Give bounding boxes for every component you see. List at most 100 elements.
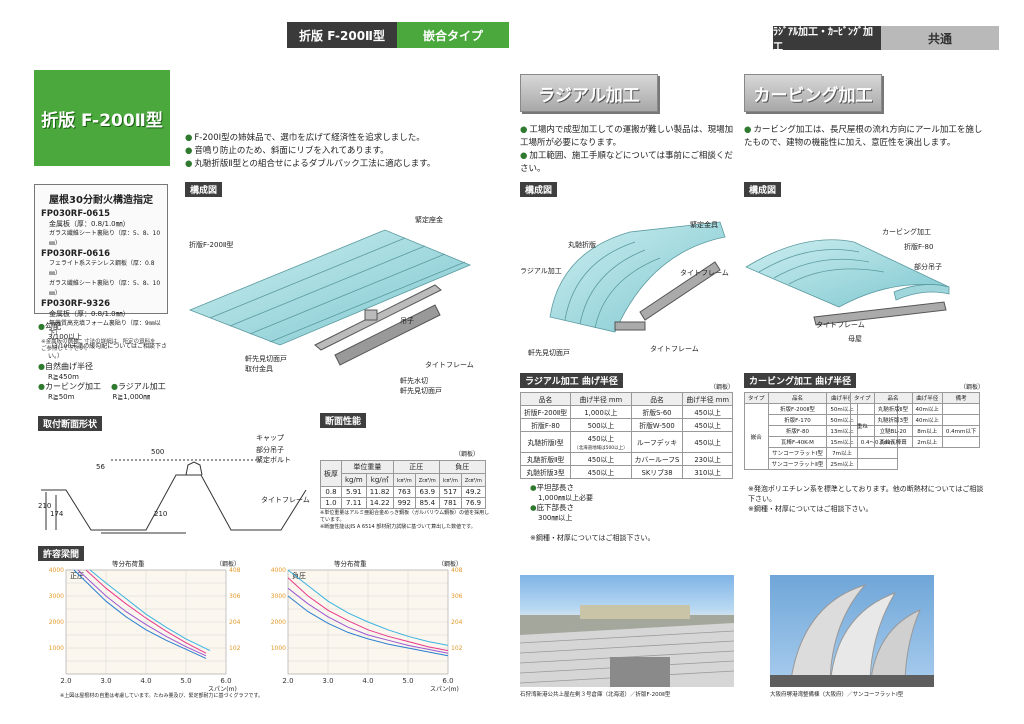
cell: 丸馳折版3型 [519, 465, 572, 479]
structure-diagram: 緊定座金 折版F-200Ⅱ型 吊子 軒先見切面戸 取付金具 タイトフレーム 軒先… [185, 190, 485, 400]
cell: 992 [392, 497, 416, 509]
series-line [77, 569, 207, 657]
y-tick-label: 1000 [271, 645, 286, 652]
structure-label: 緊定座金 [415, 216, 443, 224]
cell [941, 436, 981, 448]
props-notes: ※単位重量はアルミ亜鉛合金めっき鋼板（ガルバリウム鋼板）の値を採用しています。 … [320, 510, 490, 531]
fire-line: ガラス繊維シート裏貼り（厚：5、8、10㎜） [49, 280, 161, 297]
curving-head: 曲げ半径 [911, 392, 943, 404]
props-table: 板厚 単位重量 正圧 負圧 kg/m kg/㎡ I㎝⁴/m Z㎝³/m I㎝⁴/… [320, 460, 486, 509]
cell: 14.22 [365, 497, 394, 509]
y2-tick-label: 306 [229, 593, 241, 600]
cell: 丸馳折版Ⅱ型 [519, 452, 572, 466]
y2-tick-label: 102 [229, 645, 241, 652]
radial-note: ※鋼種・材厚についてはご相談下さい。 [530, 534, 655, 542]
cell: 0.4mm以下 [941, 425, 981, 437]
props-unit-cell: Z㎝³/m [460, 473, 486, 487]
cell: SKリブ38 [630, 465, 684, 479]
curving-note: ※鋼種・材厚についてはご相談下さい。 [748, 505, 873, 513]
cell: 450以上 [682, 418, 733, 432]
cell: 500以上 [570, 418, 632, 432]
flat-label: 平坦部長さ [536, 483, 575, 492]
series-line [287, 587, 449, 654]
y2-tick-label: 408 [451, 567, 463, 574]
radial-title: ラジアル加工 [520, 74, 658, 112]
warehouse-image [520, 605, 734, 687]
cell: 230以上 [682, 452, 733, 466]
type-header: 嵌合タイプ [397, 22, 509, 48]
props-unit-cell: Z㎝³/m [414, 473, 440, 487]
spec-label: ラジアル加工 [117, 382, 166, 391]
common-header: 共通 [881, 26, 999, 50]
cell: 517 [438, 486, 462, 498]
cell: 763 [392, 486, 416, 498]
spec-list: ●勾配 3/100以上 （3/100未満の緩勾配についてはご相談下さい。） ●自… [38, 322, 178, 402]
structure-label: 折版F-80 [904, 243, 934, 251]
cell: 丸馳折版Ⅱ型 [873, 403, 913, 415]
curving-photo-caption: 大阪府堺港湾整備棟（大阪府）／サンコーフラットⅠ型 [770, 692, 904, 698]
radial-intro: 工場内で成型加工しての運搬が難しい製品は、現場加工場所が必要になります。 加工範… [520, 124, 740, 176]
intro-line: 丸馳折版Ⅱ型との組合せによるダブルパック工法に適応します。 [185, 158, 485, 171]
props-note: ※断面性能はJIS A 6514 部材耐力試験に基づいて算出した数値です。 [320, 524, 476, 530]
series-line [73, 569, 207, 659]
x-tick-label: 5.0 [402, 677, 413, 685]
structure-label: 母屋 [848, 335, 862, 343]
radial-lengths: ●平坦部長さ 1,000㎜以上必要 ●庇下部長さ 300㎜以上 [530, 483, 594, 522]
y2-tick-label: 102 [451, 645, 463, 652]
cell: 1.0 [320, 497, 342, 509]
structure-label: 丸馳折版 [568, 241, 596, 249]
spec-value: （3/100未満の緩勾配についてはご相談下さい。） [48, 343, 167, 360]
curving-illustration [745, 239, 950, 326]
page-title: 折版 F-200Ⅱ型 [41, 110, 163, 131]
fire-code: FP030RF-0616 [41, 249, 111, 259]
props-head: 単位重量 [341, 460, 394, 474]
structure-label: 軒先水切 [400, 377, 428, 385]
cell: 450以上 [682, 405, 733, 419]
structure-label: 軒先見切面戸 [528, 349, 570, 357]
props-unit-cell: kg/m [341, 473, 367, 487]
structure-label: タイトフレーム [650, 345, 699, 353]
curving-title: カービング加工 [744, 74, 882, 112]
eave-value: 300㎜以上 [538, 514, 573, 522]
x-tick-label: 5.0 [180, 677, 191, 685]
arch-building-image [770, 584, 934, 687]
spec-label: カービング加工 [44, 382, 101, 391]
radial-head: 曲げ半径 mm [570, 392, 632, 406]
cell: 瓦棒F-40K-M [767, 436, 828, 448]
intro-bullets: F-200Ⅰ型の姉妹品で、選巾を広げて経済性を追求しました。 音鳴り防止のため、… [185, 132, 485, 171]
props-head: 負圧 [438, 460, 486, 474]
y2-tick-label: 204 [229, 619, 241, 626]
cell: 折版F-80 [519, 418, 572, 432]
x-axis-label: スパン(m) [208, 686, 237, 692]
series-line [287, 595, 449, 657]
y-tick-label: 4000 [49, 567, 64, 574]
structure-label: 部分吊子 [914, 263, 942, 271]
curving-head: 品名 [767, 392, 828, 404]
x-tick-label: 6.0 [220, 677, 231, 685]
span-note: ※上図は屋根材の自重は考慮しています。たわみ量及び、緊定部耐力に基づくグラフです… [60, 693, 264, 699]
roof-illustration [188, 229, 472, 366]
type-cell: 嵌合 [744, 403, 769, 470]
cell: 450以上 [570, 452, 632, 466]
cell: 11.82 [365, 486, 394, 498]
y-tick-label: 4000 [271, 567, 286, 574]
x-tick-label: 6.0 [442, 677, 453, 685]
dim-56: 56 [96, 463, 105, 471]
cell: 2m以上 [911, 436, 943, 448]
curving-note: ※発泡ポリエチレン系を標準としております。他の断熱材についてはご相談下さい。 [748, 485, 984, 503]
structure-label: カービング加工 [882, 228, 931, 236]
fire-code: FP030RF-0615 [41, 209, 111, 219]
cell: 8m以上 [911, 425, 943, 437]
props-unit-cell: I㎝⁴/m [438, 473, 462, 487]
cell: サンコーフラットⅡ型 [767, 458, 828, 470]
structure-label: 取付金具 [245, 365, 273, 373]
product-header: 折版 F-200Ⅱ型 [287, 22, 397, 48]
cell: 7m以上 [826, 447, 858, 459]
structure-label: 吊子 [400, 317, 414, 325]
fire-line: 金属板（厚：0.8/1.0㎜） [49, 220, 130, 228]
